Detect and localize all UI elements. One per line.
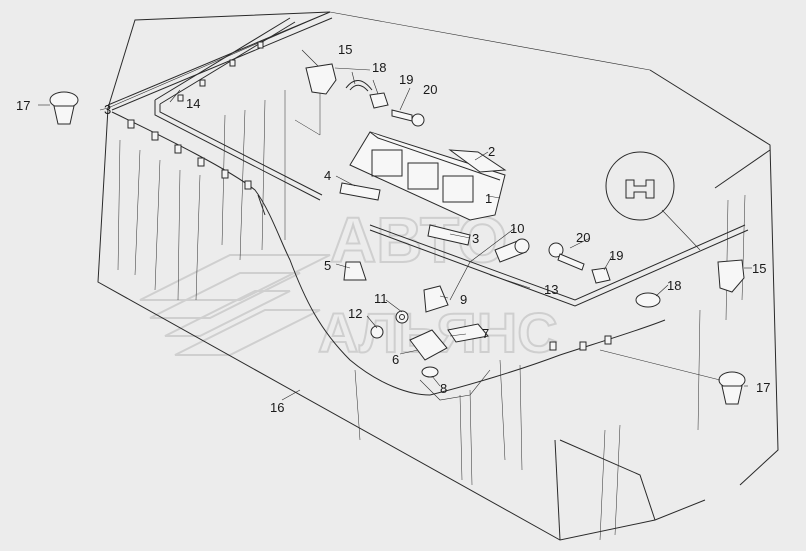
callout-3: 3: [472, 231, 479, 246]
bracket-9: [423, 285, 449, 313]
callout-17-right: 17: [756, 380, 770, 395]
callout-19-right: 19: [609, 248, 623, 263]
cap-8: [421, 366, 439, 378]
nut-12: [370, 325, 384, 339]
cab-body: [97, 11, 779, 541]
callout-5: 5: [324, 258, 331, 273]
grommet-18-right: [635, 292, 661, 308]
clamp-18-top: [345, 80, 373, 92]
screw-20-right: [548, 242, 585, 271]
push-clip-17-left: [49, 91, 79, 125]
callout-15-right: 15: [752, 261, 766, 276]
callout-12: 12: [348, 306, 362, 321]
nut-19-top: [369, 92, 389, 109]
push-clip-17-right: [718, 371, 746, 405]
clip-15-top: [305, 63, 337, 95]
callout-9: 9: [460, 292, 467, 307]
callout-6: 6: [392, 352, 399, 367]
callout-19-top: 19: [399, 72, 413, 87]
callout-1: 1: [485, 191, 492, 206]
callout-4: 4: [324, 168, 331, 183]
watermark-line-2: АЛЬЯНС: [318, 301, 558, 364]
clip-15-right: [717, 259, 745, 293]
bolt-10: [494, 238, 530, 263]
harness-clips: [127, 41, 612, 351]
callout-15-top: 15: [338, 42, 352, 57]
washer-11: [395, 310, 409, 324]
leader-lines: [38, 49, 752, 401]
screw-20-top: [391, 109, 425, 127]
callout-20-top: 20: [423, 82, 437, 97]
bracket-4: [339, 182, 381, 201]
callout-18-top: 18: [372, 60, 386, 75]
callout-labels: 1 2 3 3 4 5 6 7 8 9 10 11 12 13 14 15 15…: [16, 42, 770, 415]
callout-10: 10: [510, 221, 524, 236]
seal-strip-13: [369, 224, 749, 307]
bracket-3: [427, 224, 471, 246]
wiring-harness: [111, 111, 666, 396]
vent-housing: [349, 131, 507, 221]
clip-5: [343, 261, 367, 281]
detail-inset: [605, 151, 701, 251]
callout-2: 2: [488, 144, 495, 159]
cover-7: [447, 323, 489, 343]
clip-6: [409, 329, 448, 361]
callout-13: 13: [544, 282, 558, 297]
watermark-logo: [139, 254, 331, 356]
callout-3-left: 3: [104, 102, 111, 117]
callout-7: 7: [482, 326, 489, 341]
callout-18-right: 18: [667, 278, 681, 293]
callout-14: 14: [186, 96, 200, 111]
seal-strip-14: [107, 11, 333, 201]
callout-16: 16: [270, 400, 284, 415]
nut-19-right: [591, 267, 611, 284]
callout-11: 11: [374, 291, 388, 306]
callout-8: 8: [440, 381, 447, 396]
callout-17-left: 17: [16, 98, 30, 113]
callout-20-right: 20: [576, 230, 590, 245]
